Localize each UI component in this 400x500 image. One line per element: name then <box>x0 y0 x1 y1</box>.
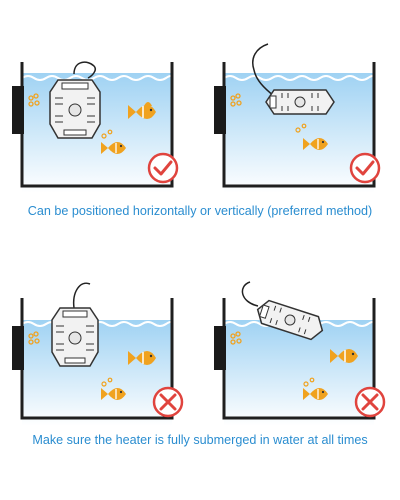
cross-icon <box>354 386 386 418</box>
filter-block <box>12 326 24 370</box>
heater-icon <box>49 79 101 139</box>
bubble-icon <box>230 331 242 345</box>
bubble-icon <box>28 93 40 107</box>
heater-icon <box>256 299 324 341</box>
bubble-icon <box>230 93 242 107</box>
heater-icon <box>51 307 99 367</box>
fish-icon <box>101 142 126 154</box>
water-surface-wave <box>21 75 173 81</box>
panel-horizontal-partially-out <box>210 272 388 432</box>
heater-cable <box>72 282 91 309</box>
heater-icon <box>265 89 335 115</box>
panel-horizontal-submerged <box>210 40 388 200</box>
caption-incorrect: Make sure the heater is fully submerged … <box>32 433 368 447</box>
filter-block <box>214 326 226 370</box>
bubble-icon <box>101 377 113 387</box>
checkmark-icon <box>147 152 179 184</box>
heater-cable <box>241 281 259 307</box>
bubble-icon <box>303 377 315 387</box>
panel-vertical-partially-out <box>8 272 186 432</box>
fish-icon <box>128 351 156 365</box>
filter-block <box>12 86 24 134</box>
caption-correct: Can be positioned horizontally or vertic… <box>27 204 373 218</box>
bubble-icon <box>295 123 307 133</box>
cross-icon <box>152 386 184 418</box>
checkmark-icon <box>349 152 381 184</box>
fish-icon <box>101 388 126 400</box>
fish-icon <box>330 349 358 363</box>
fish-icon <box>128 102 156 119</box>
panel-vertical-submerged <box>8 40 186 200</box>
bubble-icon <box>28 331 40 345</box>
water-surface-wave <box>223 75 375 81</box>
heater-cable <box>252 43 275 97</box>
water <box>224 320 374 426</box>
water-surface-wave <box>21 321 173 327</box>
bubble-icon <box>101 129 113 139</box>
fish-icon <box>303 388 328 400</box>
fish-icon <box>303 138 328 150</box>
filter-block <box>214 86 226 134</box>
heater-cable <box>73 61 97 79</box>
